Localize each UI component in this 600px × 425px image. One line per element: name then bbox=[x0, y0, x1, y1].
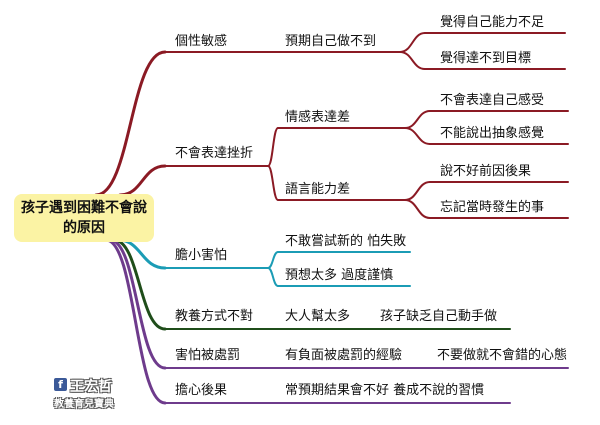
central-topic: 孩子遇到困難不會說 的原因 bbox=[14, 194, 154, 242]
leaf-label: 孩子缺乏自己動手做 bbox=[380, 309, 498, 324]
sub-branch-label: 常預期結果會不好 養成不說的習慣 bbox=[285, 383, 485, 398]
leaf-label: 覺得達不到目標 bbox=[440, 51, 532, 66]
branch-label: 害怕被處罰 bbox=[175, 348, 241, 363]
trunk-connector bbox=[104, 238, 167, 405]
leaf-label: 說不好前因後果 bbox=[440, 164, 532, 179]
trunk-connector bbox=[112, 238, 167, 331]
sub-branch-label: 預想太多 過度謹慎 bbox=[285, 268, 394, 283]
central-topic-label: 孩子遇到困難不會說 的原因 bbox=[21, 200, 147, 236]
leaf-label: 覺得自己能力不足 bbox=[440, 15, 545, 30]
sub-branch-label: 語言能力差 bbox=[285, 182, 351, 197]
facebook-icon: f bbox=[54, 378, 67, 391]
trunk-connector bbox=[94, 50, 167, 197]
branch-label: 教養方式不對 bbox=[175, 309, 254, 324]
leaf-label: 不會表達自己感受 bbox=[440, 93, 545, 108]
leaf-connector bbox=[399, 51, 426, 70]
leaf-connector bbox=[404, 199, 431, 219]
sub-branch-connector bbox=[267, 165, 279, 201]
leaf-label: 不要做就不會錯的心態 bbox=[437, 348, 568, 363]
branch-label: 個性敏感 bbox=[175, 34, 228, 49]
sub-branch-label: 大人幫太多 bbox=[285, 309, 351, 324]
sub-branch-label: 不敢嘗試新的 怕失敗 bbox=[285, 234, 407, 249]
branch-label: 不會表達挫折 bbox=[175, 146, 254, 161]
trunk-connector bbox=[118, 164, 167, 197]
sub-branch-connector bbox=[267, 127, 279, 167]
brand-logo: f 王宏哲 教養育兒寶典 bbox=[50, 376, 132, 412]
leaf-connector bbox=[404, 127, 431, 145]
leaf-label: 忘記當時發生的事 bbox=[440, 200, 545, 215]
sub-branch-label: 情感表達差 bbox=[285, 110, 351, 125]
leaf-label: 不能說出抽象感覺 bbox=[440, 126, 545, 141]
sub-branch-connector bbox=[267, 251, 279, 269]
sub-branch-label: 有負面被處罰的經驗 bbox=[285, 348, 403, 363]
trunk-connector bbox=[108, 238, 167, 370]
leaf-connector bbox=[399, 32, 426, 53]
brand-name: 王宏哲 bbox=[70, 379, 112, 395]
sub-branch-label: 預期自己做不到 bbox=[285, 34, 377, 49]
leaf-connector bbox=[404, 110, 431, 129]
sub-branch-connector bbox=[267, 267, 279, 287]
leaf-connector bbox=[404, 181, 431, 201]
branch-label: 膽小害怕 bbox=[175, 248, 228, 263]
brand-subtitle: 教養育兒寶典 bbox=[54, 399, 114, 410]
branch-label: 擔心後果 bbox=[175, 383, 228, 398]
